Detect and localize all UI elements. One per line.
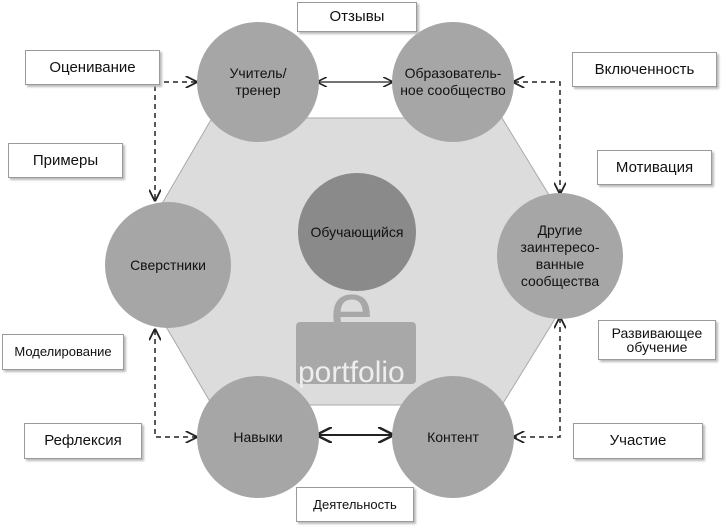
label-assessment: Оценивание	[25, 50, 160, 85]
node-teacher: Учитель/ тренер	[197, 22, 319, 142]
node-community: Образователь-ное сообщество	[392, 22, 514, 142]
node-skills: Навыки	[197, 376, 319, 498]
label-motivation: Мотивация	[597, 150, 712, 185]
label-feedback: Отзывы	[297, 2, 417, 32]
eportfolio-logo	[296, 322, 416, 384]
node-content: Контент	[392, 376, 514, 498]
node-peers: Сверстники	[105, 202, 231, 328]
label-modeling: Моделирование	[2, 334, 124, 370]
node-other-communities: Другие заинтересо-ванные сообщества	[497, 193, 623, 319]
dashed-arrow-community-other	[514, 82, 560, 193]
dashed-arrow-other-content	[514, 318, 560, 437]
label-developmental-learning: Развивающее обучение	[598, 320, 716, 360]
node-learner: Обучающийся	[298, 173, 416, 291]
label-reflection: Рефлексия	[24, 423, 142, 459]
label-engagement: Включенность	[572, 52, 717, 87]
label-examples: Примеры	[8, 143, 123, 178]
label-participation: Участие	[573, 423, 703, 459]
label-activity: Деятельность	[296, 487, 414, 522]
eportfolio-logo-word: portfolio	[298, 356, 405, 389]
